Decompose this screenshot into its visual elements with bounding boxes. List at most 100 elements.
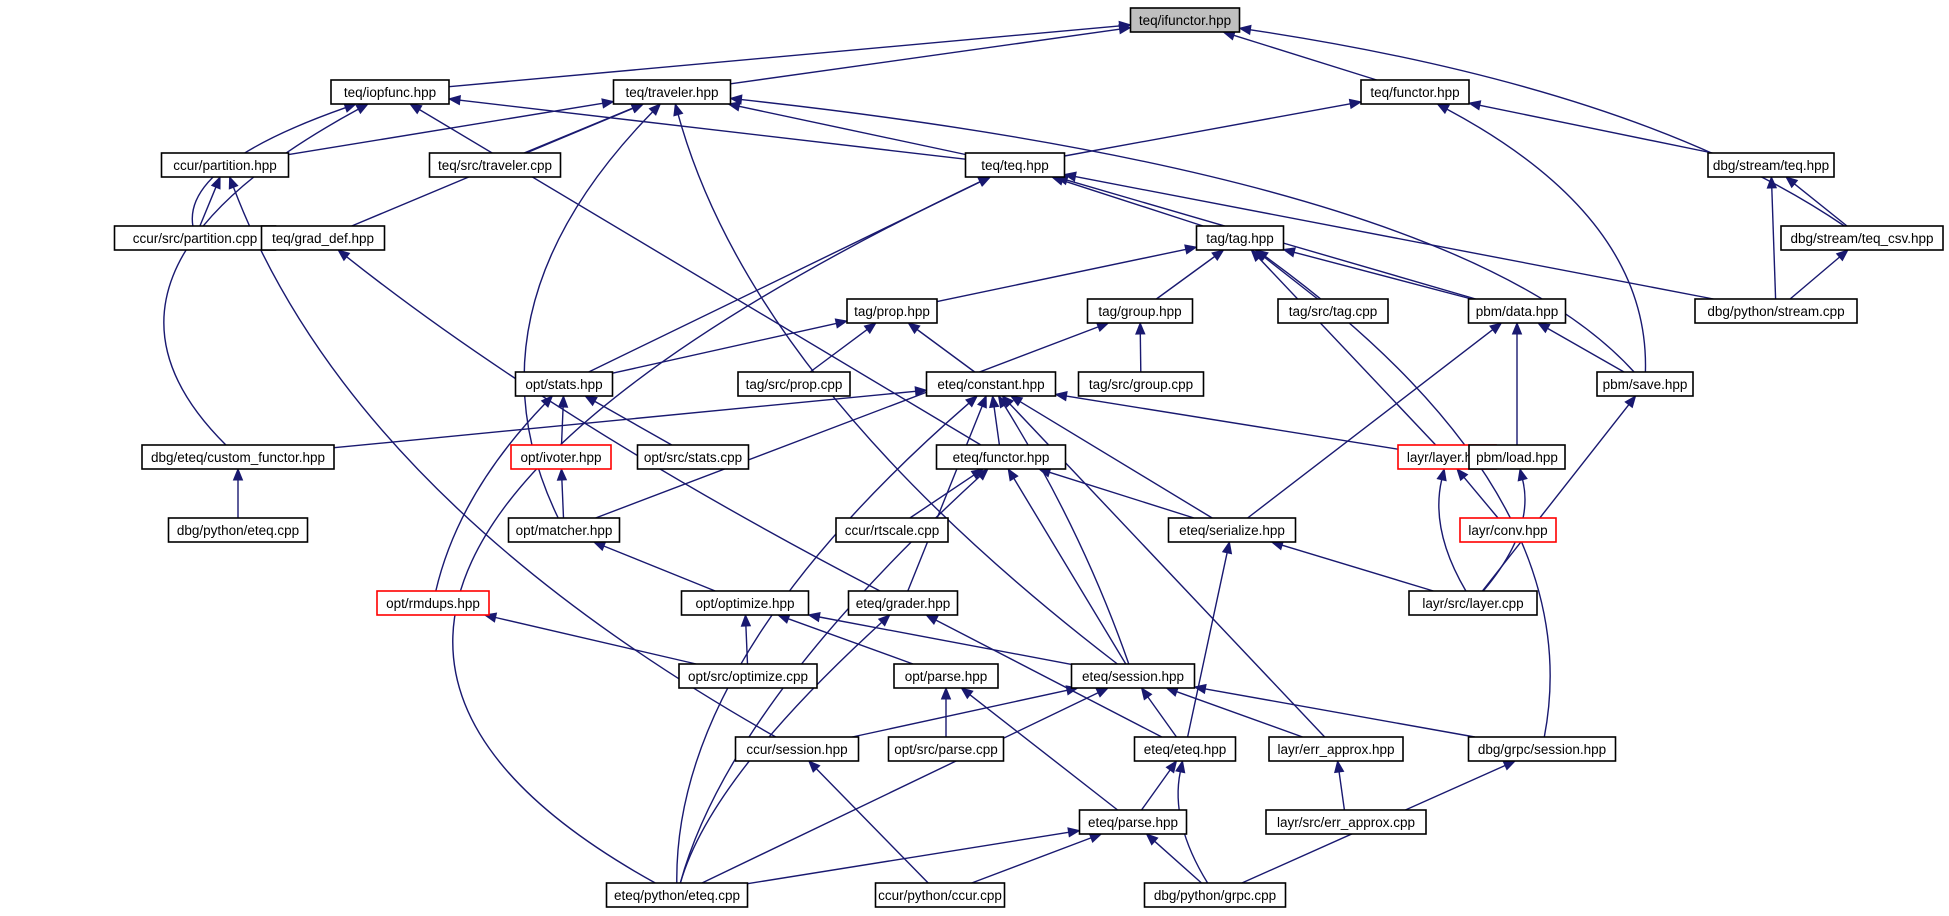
arrowhead-icon bbox=[557, 394, 569, 408]
node-layer: teq/ifunctor.hpp teq/iopfunc.hpp teq/trave… bbox=[113, 7, 1944, 908]
arrowhead-icon bbox=[914, 386, 928, 397]
node-pystream[interactable]: dbg/python/stream.cpp bbox=[1694, 298, 1858, 324]
node-ifunctor[interactable]: teq/ifunctor.hpp bbox=[1129, 7, 1241, 33]
node-rmdups[interactable]: opt/rmdups.hpp bbox=[376, 590, 490, 616]
node-esession[interactable]: eteq/session.hpp bbox=[1070, 663, 1196, 689]
node-matcher[interactable]: opt/matcher.hpp bbox=[507, 517, 621, 543]
arrowhead-icon bbox=[1063, 171, 1077, 182]
node-label: eteq/serialize.hpp bbox=[1179, 523, 1285, 538]
edge-cpartition-to-traveler bbox=[288, 98, 615, 156]
arrowhead-icon bbox=[727, 101, 741, 112]
node-prop[interactable]: tag/prop.hpp bbox=[846, 298, 938, 324]
node-label: tag/prop.hpp bbox=[854, 304, 930, 319]
arrowhead-icon bbox=[1282, 247, 1296, 258]
node-pyeteq[interactable]: eteq/python/eteq.cpp bbox=[605, 882, 749, 908]
node-efunctor[interactable]: eteq/functor.hpp bbox=[935, 444, 1067, 470]
edge-line bbox=[745, 625, 749, 665]
edge-teq-to-traveler bbox=[727, 101, 966, 156]
node-travcpp[interactable]: teq/src/traveler.cpp bbox=[428, 152, 562, 178]
node-pbmsave[interactable]: pbm/save.hpp bbox=[1596, 371, 1694, 397]
edge-line bbox=[1258, 257, 1437, 446]
node-csession[interactable]: ccur/session.hpp bbox=[734, 736, 860, 762]
node-teqcsv[interactable]: dbg/stream/teq_csv.hpp bbox=[1780, 225, 1944, 251]
node-rtscale[interactable]: ccur/rtscale.cpp bbox=[835, 517, 949, 543]
node-tfunctor[interactable]: teq/functor.hpp bbox=[1360, 79, 1470, 105]
node-box bbox=[935, 444, 1067, 470]
node-box bbox=[1133, 736, 1237, 762]
node-statscpp[interactable]: opt/src/stats.cpp bbox=[636, 444, 750, 470]
node-conv[interactable]: layr/conv.hpp bbox=[1459, 517, 1557, 543]
node-optimize[interactable]: opt/optimize.hpp bbox=[680, 590, 810, 616]
arrowhead-icon bbox=[1193, 683, 1207, 695]
node-tag[interactable]: tag/tag.hpp bbox=[1195, 225, 1285, 251]
edge-grader-to-constant bbox=[907, 394, 987, 592]
node-label: ccur/rtscale.cpp bbox=[845, 523, 940, 538]
node-parseopt[interactable]: opt/parse.hpp bbox=[893, 663, 999, 689]
edge-line bbox=[459, 99, 966, 160]
edge-serialize-to-efunctor bbox=[1037, 467, 1195, 519]
node-label: opt/src/optimize.cpp bbox=[688, 669, 808, 684]
node-iopfunc[interactable]: teq/iopfunc.hpp bbox=[330, 79, 450, 105]
node-label: teq/functor.hpp bbox=[1370, 85, 1459, 100]
node-layer[interactable]: layr/layer.hpp bbox=[1397, 444, 1497, 470]
node-groupcpp[interactable]: tag/src/group.cpp bbox=[1077, 371, 1205, 397]
node-group[interactable]: tag/group.hpp bbox=[1086, 298, 1194, 324]
node-stats[interactable]: opt/stats.hpp bbox=[514, 371, 614, 397]
arrowhead-icon bbox=[648, 103, 662, 116]
node-traveler[interactable]: teq/traveler.hpp bbox=[612, 79, 732, 105]
edge-line bbox=[435, 403, 546, 592]
node-custom[interactable]: dbg/eteq/custom_functor.hpp bbox=[141, 444, 335, 470]
edge-line bbox=[1233, 34, 1377, 81]
edge-pbmload-to-pbmdata bbox=[1511, 321, 1523, 445]
node-pbmdata[interactable]: pbm/data.hpp bbox=[1467, 298, 1567, 324]
node-pyeteqdbg[interactable]: dbg/python/eteq.cpp bbox=[167, 517, 309, 543]
node-serialize[interactable]: eteq/serialize.hpp bbox=[1167, 517, 1297, 543]
node-pygrpc[interactable]: dbg/python/grpc.cpp bbox=[1143, 882, 1287, 908]
edge-iopfunc-to-ifunctor bbox=[448, 20, 1132, 88]
node-grader[interactable]: eteq/grader.hpp bbox=[847, 590, 959, 616]
node-errcpp[interactable]: layr/src/err_approx.cpp bbox=[1265, 809, 1427, 835]
node-graddef[interactable]: teq/grad_def.hpp bbox=[260, 225, 386, 251]
node-layercpp[interactable]: layr/src/layer.cpp bbox=[1408, 590, 1538, 616]
edge-grader-to-graddef bbox=[337, 249, 881, 592]
edge-line bbox=[1049, 471, 1195, 519]
edge-eteqhpp-to-esession bbox=[1140, 686, 1178, 738]
node-box bbox=[260, 225, 386, 251]
node-grpcsession[interactable]: dbg/grpc/session.hpp bbox=[1467, 736, 1617, 762]
edge-esession-to-constant bbox=[997, 394, 1130, 665]
node-pbmload[interactable]: pbm/load.hpp bbox=[1468, 444, 1566, 470]
node-pyccur[interactable]: ccur/python/ccur.cpp bbox=[874, 882, 1006, 908]
node-optcpp[interactable]: opt/src/optimize.cpp bbox=[678, 663, 818, 689]
arrowhead-icon bbox=[1009, 395, 1024, 407]
node-dstreamteq[interactable]: dbg/stream/teq.hpp bbox=[1707, 152, 1835, 178]
node-box bbox=[330, 79, 450, 105]
arrowhead-icon bbox=[1095, 322, 1110, 332]
edge-pyeteq-to-eparse bbox=[747, 827, 1081, 885]
edge-csession-to-cpartition bbox=[228, 175, 777, 738]
edge-serialize-to-pbmdata bbox=[1247, 322, 1503, 519]
node-box bbox=[964, 152, 1066, 178]
node-box bbox=[160, 152, 290, 178]
node-box bbox=[1459, 517, 1557, 543]
node-eparse[interactable]: eteq/parse.hpp bbox=[1078, 809, 1188, 835]
edge-line bbox=[935, 619, 1163, 738]
arrowhead-icon bbox=[1784, 176, 1799, 189]
node-eteqhpp[interactable]: eteq/eteq.hpp bbox=[1133, 736, 1237, 762]
arrowhead-icon bbox=[210, 175, 221, 190]
node-cpartcpp[interactable]: ccur/src/partition.cpp bbox=[113, 225, 277, 251]
node-tagcpp[interactable]: tag/src/tag.cpp bbox=[1277, 298, 1389, 324]
node-label: eteq/session.hpp bbox=[1082, 669, 1184, 684]
node-propcpp[interactable]: tag/src/prop.cpp bbox=[737, 371, 851, 397]
node-teq[interactable]: teq/teq.hpp bbox=[964, 152, 1066, 178]
edge-teq-to-tfunctor bbox=[1064, 98, 1363, 157]
node-parsecpp[interactable]: opt/src/parse.cpp bbox=[887, 736, 1005, 762]
arrowhead-icon bbox=[863, 322, 877, 335]
arrowhead-icon bbox=[834, 318, 849, 329]
arrowhead-icon bbox=[1766, 175, 1778, 189]
node-ivoter[interactable]: opt/ivoter.hpp bbox=[510, 444, 612, 470]
node-cpartition[interactable]: ccur/partition.hpp bbox=[160, 152, 290, 178]
node-errapprox[interactable]: layr/err_approx.hpp bbox=[1268, 736, 1404, 762]
node-constant[interactable]: eteq/constant.hpp bbox=[925, 371, 1057, 397]
edge-pystream-to-teqcsv bbox=[1789, 249, 1849, 300]
